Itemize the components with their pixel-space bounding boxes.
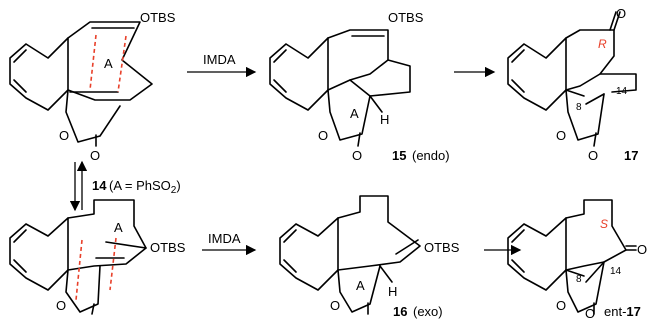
stereo-r-label: R [598,37,607,51]
h-label-16: H [388,284,397,299]
a-label-14: A [104,56,113,71]
a-label-15: A [350,106,359,121]
c8-label-17: 8 [576,102,582,113]
ketone-o-label-17: O [616,6,626,21]
o-carbonyl-label-ent-17: O [585,306,595,320]
structure-15-endo [269,29,411,147]
otbs-label-14-exo: OTBS [150,240,186,255]
compound-16-number: 16 [393,304,407,319]
c14-label-17: 14 [616,86,628,97]
o-ring-label-16: O [330,298,340,313]
o-ring-label-ent-17: O [556,298,566,313]
equilibrium-arrows [69,160,88,212]
o-carbonyl-label-15: O [352,148,362,163]
compound-14-number: 14 [92,178,107,193]
structure-14-exo [9,199,147,315]
o-carbonyl-label-14: O [90,148,100,163]
c14-label-ent-17: 14 [610,266,622,277]
imda-label-top: IMDA [203,52,236,67]
o-carbonyl-label-17: O [588,148,598,163]
compound-ent-17-label: ent-17 [604,304,641,319]
compound-17-number: 17 [624,148,638,163]
a-label-14-exo: A [114,220,123,235]
structure-16-exo [279,195,421,315]
otbs-label-15: OTBS [388,10,424,25]
a-label-16: A [356,278,365,293]
compound-15-number: 15 [392,148,406,163]
c8-label-ent-17: 8 [576,274,582,285]
o-ring-label-14-exo: O [56,298,66,313]
o-ring-label-15: O [318,128,328,143]
o-ring-label-14: O [59,128,69,143]
structure-ent-17 [507,199,637,315]
compound-14-note: (A = PhSO2) [109,178,181,196]
compound-16-tag: (exo) [413,304,443,319]
compound-15-tag: (endo) [412,148,450,163]
imda-label-bottom: IMDA [208,231,241,246]
o-ring-label-17: O [556,128,566,143]
structure-17 [507,11,637,147]
stereo-s-label: S [600,217,608,231]
ketone-o-label-ent-17: O [637,242,647,257]
otbs-label-14: OTBS [140,10,176,25]
otbs-label-16: OTBS [424,240,460,255]
h-label-15: H [380,112,389,127]
structure-14-endo [9,21,153,147]
